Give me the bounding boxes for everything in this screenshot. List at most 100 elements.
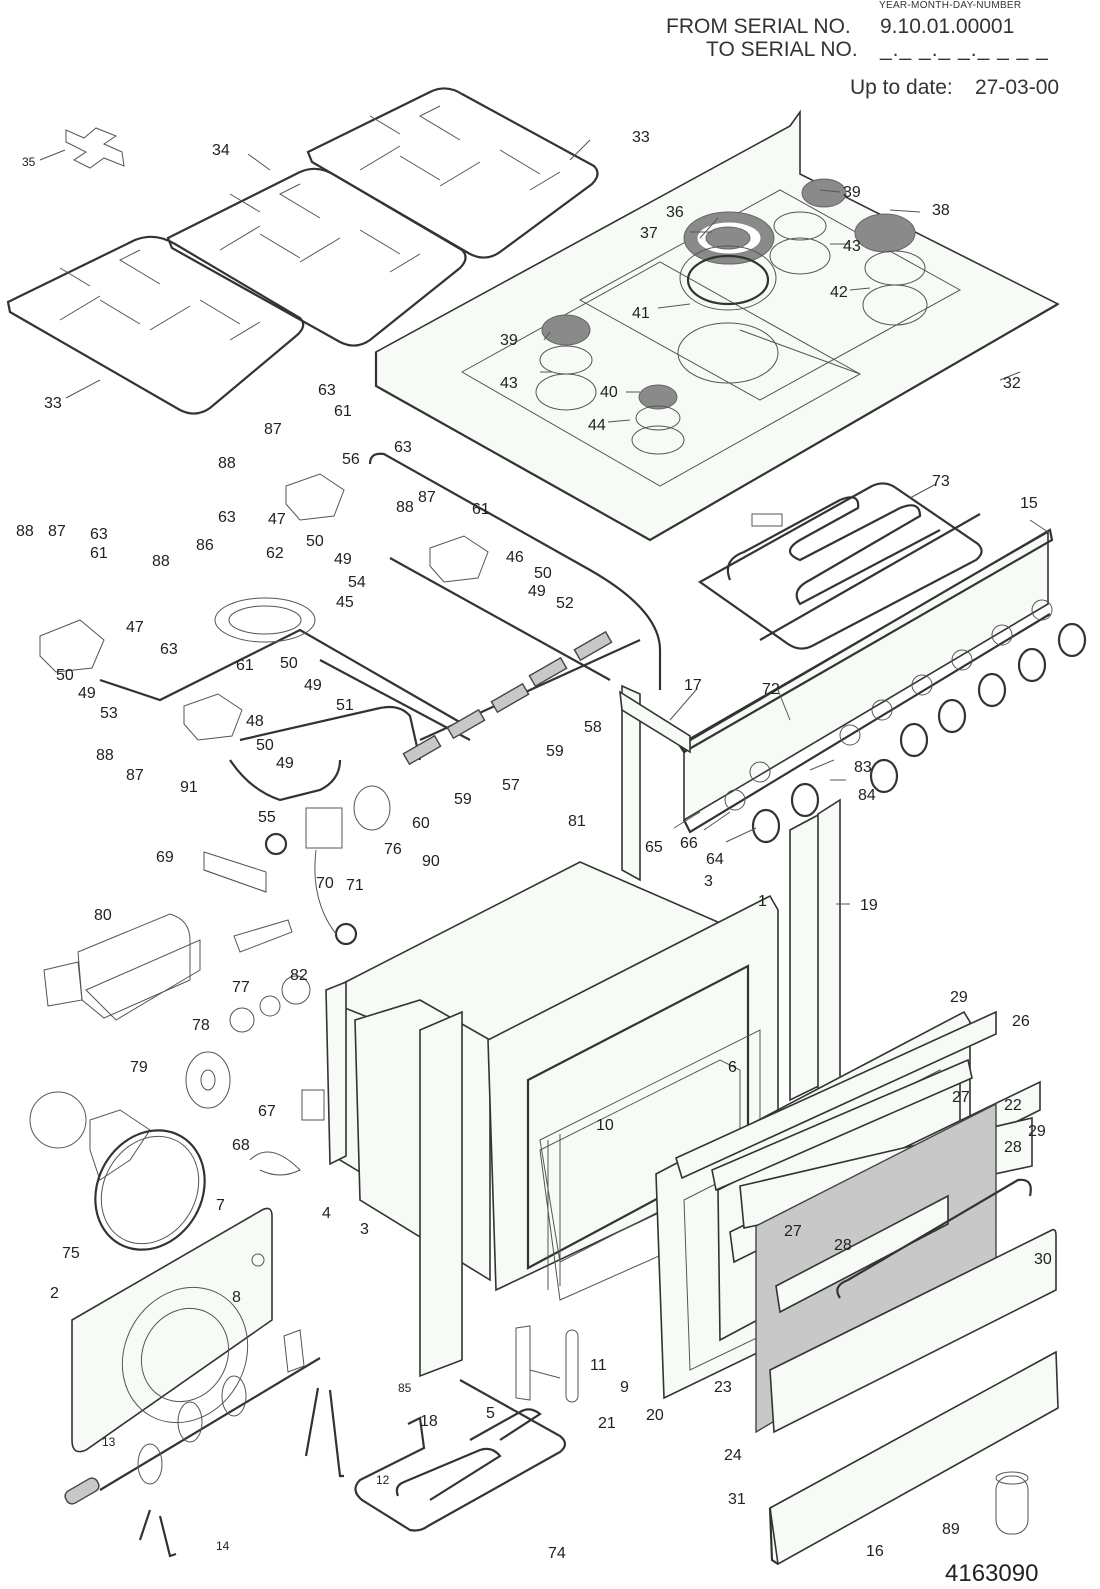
leader-lines: [39, 139, 1049, 905]
callout-68: 68: [232, 1137, 250, 1154]
callout-86: 86: [196, 537, 214, 554]
callout-33: 33: [44, 395, 62, 412]
callout-42: 42: [830, 284, 848, 301]
callout-87: 87: [48, 523, 66, 540]
hob-top-32: [374, 109, 1060, 542]
callout-59: 59: [454, 791, 472, 808]
callout-61: 61: [236, 657, 254, 674]
callout-50: 50: [534, 565, 552, 582]
from-serial-value: 9.10.01.00001: [880, 15, 1015, 38]
callout-7: 7: [216, 1197, 225, 1214]
callout-81: 81: [568, 813, 586, 830]
callout-84: 84: [858, 787, 876, 804]
callout-53: 53: [100, 705, 118, 722]
callout-22: 22: [1004, 1097, 1022, 1114]
callout-34: 34: [212, 142, 230, 159]
burner-caps: [541, 178, 916, 410]
callout-47: 47: [126, 619, 144, 636]
foot-89: [995, 1471, 1029, 1535]
callout-38: 38: [932, 202, 950, 219]
callout-3: 3: [360, 1221, 369, 1238]
callout-23: 23: [714, 1379, 732, 1396]
callout-67: 67: [258, 1103, 276, 1120]
callout-58: 58: [584, 719, 602, 736]
callout-29: 29: [1028, 1123, 1046, 1140]
callout-51: 51: [336, 697, 354, 714]
to-serial-value: _._ _._ _._ _ _ _: [880, 38, 1049, 61]
callout-49: 49: [276, 755, 294, 772]
callout-57: 57: [502, 777, 520, 794]
callout-83: 83: [854, 759, 872, 776]
spit-support-12: [304, 1387, 344, 1478]
callout-89: 89: [942, 1521, 960, 1538]
callout-15: 15: [1020, 495, 1038, 512]
callout-88: 88: [16, 523, 34, 540]
callout-50: 50: [280, 655, 298, 672]
grid-middle: [166, 167, 467, 347]
callout-75: 75: [62, 1245, 80, 1262]
back-panel-2: [71, 1207, 273, 1453]
callout-20: 20: [646, 1407, 664, 1424]
callout-8: 8: [232, 1289, 241, 1306]
callout-87: 87: [264, 421, 282, 438]
callout-60: 60: [412, 815, 430, 832]
callout-55: 55: [258, 809, 276, 826]
pan-support-35: [65, 127, 125, 169]
up-to-date-label: Up to date:: [850, 76, 953, 99]
control-panel-15: [678, 528, 1054, 834]
callout-3: 3: [704, 873, 713, 890]
callout-80: 80: [94, 907, 112, 924]
callout-18: 18: [420, 1413, 438, 1430]
callout-69: 69: [156, 849, 174, 866]
callout-41: 41: [632, 305, 650, 322]
callout-87: 87: [418, 489, 436, 506]
drawer-front-31: [769, 1228, 1057, 1434]
lamp-67-68: [249, 1089, 325, 1176]
callout-6: 6: [728, 1059, 737, 1076]
callout-46: 46: [506, 549, 524, 566]
gas-taps: [402, 630, 613, 766]
callout-59: 59: [546, 743, 564, 760]
callout-47: 47: [268, 511, 286, 528]
callout-76: 76: [384, 841, 402, 858]
drawing-number: 4163090: [945, 1560, 1039, 1587]
callout-88: 88: [96, 747, 114, 764]
callout-43: 43: [843, 238, 861, 255]
callout-61: 61: [472, 501, 490, 518]
callout-19: 19: [860, 897, 878, 914]
callout-91: 91: [180, 779, 198, 796]
callout-44: 44: [588, 417, 606, 434]
callout-63: 63: [90, 526, 108, 543]
rotisserie-spit-13: [64, 1357, 321, 1505]
callout-82: 82: [290, 967, 308, 984]
callout-13: 13: [102, 1435, 116, 1449]
callout-16: 16: [866, 1543, 884, 1560]
up-to-date-value: 27-03-00: [975, 76, 1060, 99]
callout-63: 63: [318, 382, 336, 399]
callout-73: 73: [932, 473, 950, 490]
gasket-78: [185, 1051, 231, 1109]
callout-74: 74: [548, 1545, 566, 1562]
callout-70: 70: [316, 875, 334, 892]
callout-71: 71: [346, 877, 364, 894]
callout-64: 64: [706, 851, 724, 868]
gas-burner-cups: [39, 473, 489, 741]
callout-2: 2: [50, 1285, 59, 1302]
callout-54: 54: [348, 574, 366, 591]
callout-63: 63: [160, 641, 178, 658]
callout-50: 50: [306, 533, 324, 550]
to-serial-label: TO SERIAL NO.: [706, 38, 858, 61]
callout-65: 65: [645, 839, 663, 856]
side-panel-17: [619, 684, 691, 882]
callout-33: 33: [632, 129, 650, 146]
grill-element-73: [697, 482, 983, 650]
side-panel-19: [789, 798, 841, 1102]
callout-72: 72: [762, 681, 780, 698]
callout-4: 4: [322, 1205, 331, 1222]
terminal-block-69: [203, 851, 267, 893]
timer-76: [353, 785, 391, 831]
callout-12: 12: [376, 1473, 390, 1487]
callout-88: 88: [396, 499, 414, 516]
callout-49: 49: [528, 583, 546, 600]
